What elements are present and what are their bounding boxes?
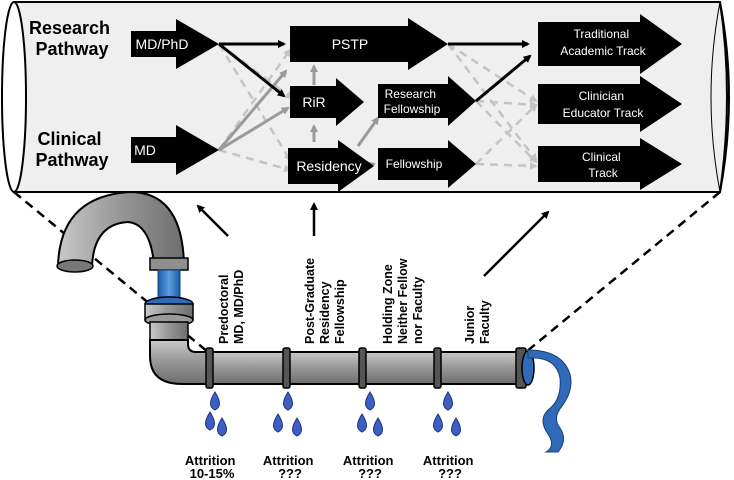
stage-label-predoctoral: Predoctoral MD, MD/PhD	[217, 270, 246, 344]
drop-icon	[443, 391, 453, 411]
stage-label-junior: Junior Faculty	[463, 300, 492, 344]
faucet-pipe	[56, 190, 572, 453]
svg-text:PSTP: PSTP	[332, 36, 369, 52]
svg-text:MD/PhD: MD/PhD	[136, 36, 189, 52]
attrition-label-3: Attrition ???	[343, 453, 397, 480]
svg-text:Fellowship: Fellowship	[386, 157, 443, 171]
drop-icon	[433, 413, 443, 433]
outflow-water	[527, 349, 572, 453]
drop-icon	[451, 417, 461, 437]
stage-label-postgrad: Post-Graduate Residency Fellowship	[303, 254, 347, 344]
attrition-label-2: Attrition ???	[263, 453, 317, 480]
drop-icon	[365, 391, 375, 411]
attrition-label-4: Attrition ???	[423, 453, 477, 480]
drop-icon	[273, 413, 283, 433]
drop-icon	[205, 411, 215, 431]
attrition-label-1: Attrition 10-15%	[185, 453, 239, 480]
svg-text:Clinical Track: Clinical Track	[582, 150, 624, 180]
node-pstp: PSTP	[290, 18, 448, 70]
drop-icon	[217, 417, 227, 437]
svg-text:Research Fellowship: Research Fellowship	[384, 87, 441, 116]
svg-text:Residency: Residency	[296, 158, 361, 174]
panel-right-edge	[719, 1, 730, 193]
research-pathway-label: Research Pathway	[29, 18, 115, 59]
stage-label-holding: Holding Zone Neither Fellow nor Faculty	[381, 255, 425, 344]
drop-icon	[373, 417, 383, 437]
svg-text:MD: MD	[134, 142, 156, 158]
drop-icon	[357, 413, 367, 433]
black-connectors	[218, 40, 532, 103]
drop-icon	[210, 391, 220, 411]
node-research-fellowship: Research Fellowship	[378, 76, 476, 126]
node-residency: Residency	[288, 140, 374, 192]
node-clinical-track: Clinical Track	[538, 138, 682, 190]
leak-drops	[205, 391, 461, 437]
node-mdphd: MD/PhD	[131, 19, 219, 69]
node-traditional-academic-track: Traditional Academic Track	[538, 14, 682, 74]
node-clinician-educator-track: Clinician Educator Track	[538, 76, 682, 132]
svg-text:RiR: RiR	[302, 94, 325, 110]
drop-icon	[292, 417, 302, 437]
node-rir: RiR	[290, 78, 364, 126]
magnify-line-right	[525, 191, 721, 353]
svg-text:Clinician Educator Track: Clinician Educator Track	[563, 89, 645, 120]
magnify-line-left	[13, 191, 209, 353]
node-md: MD	[131, 125, 219, 175]
stage-arrows	[196, 202, 550, 277]
clinical-pathway-label: Clinical Pathway	[35, 129, 108, 170]
dashed-gray-connectors	[217, 42, 538, 173]
panel-left-opening	[1, 1, 27, 193]
node-fellowship: Fellowship	[378, 140, 476, 188]
svg-text:Traditional Academic Tra: Traditional Academic Track	[560, 27, 646, 58]
drop-icon	[283, 391, 293, 411]
